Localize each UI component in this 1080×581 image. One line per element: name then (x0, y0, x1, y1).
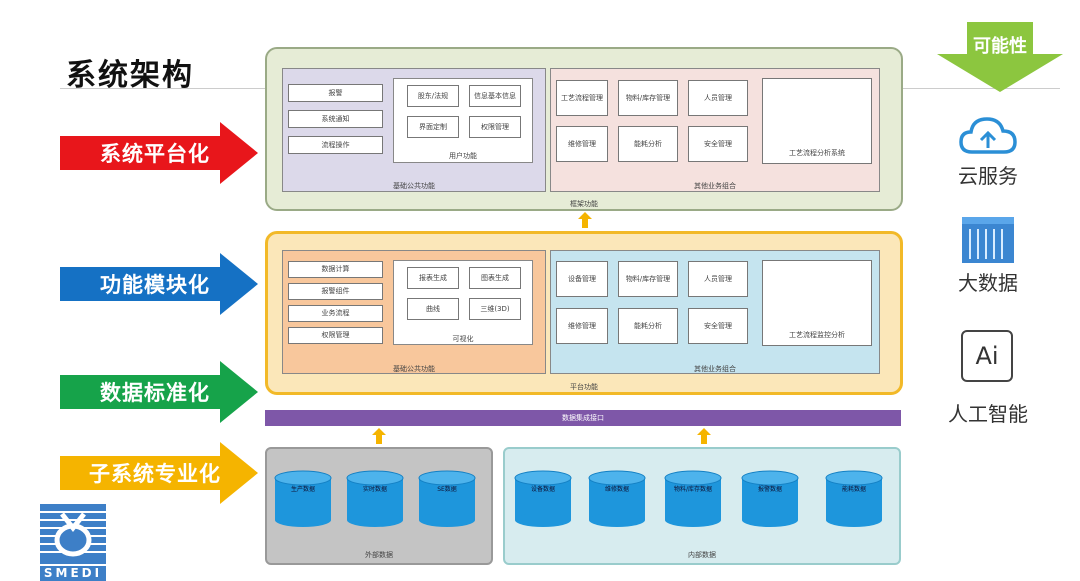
platform-business-item: 维修管理 (556, 126, 608, 162)
module-business-item: 维修管理 (556, 308, 608, 344)
module-visual-caption: 可视化 (452, 335, 474, 343)
arrow-label: 可能性 (973, 36, 1027, 57)
internal-db-4: 报警数据 (741, 470, 799, 528)
internal-db-2: 维修数据 (588, 470, 646, 528)
module-visual-item: 报表生成 (407, 267, 459, 289)
module-left-item: 权限管理 (288, 327, 383, 344)
up-arrow-icon (578, 212, 592, 228)
platform-user-item: 股东/法规 (407, 85, 459, 107)
platform-left-item: 流程操作 (288, 136, 383, 154)
module-business-item: 人员管理 (688, 261, 748, 297)
module-visual-item: 三维(3D) (469, 298, 521, 320)
logo-text: SMEDI (43, 566, 103, 580)
arrow-shape (60, 361, 258, 423)
arrow-label: 数据标准化 (100, 381, 210, 405)
external-db-2: 实时数据 (346, 470, 404, 528)
external-caption: 外部数据 (365, 551, 393, 559)
arrow-shape (60, 442, 258, 504)
db-label: 设备数据 (530, 486, 555, 493)
module-business-item: 安全管理 (688, 308, 748, 344)
module-business-item: 设备管理 (556, 261, 608, 297)
module-visual-item: 图表生成 (469, 267, 521, 289)
module-left-item: 数据计算 (288, 261, 383, 278)
db-label: 维修数据 (604, 486, 629, 493)
platform-business-item: 物料/库存管理 (618, 80, 678, 116)
module-left-item: 业务流程 (288, 305, 383, 322)
module-business-item: 物料/库存管理 (618, 261, 678, 297)
up-arrow-icon (372, 428, 386, 444)
arrow-label: 功能模块化 (100, 273, 210, 297)
db-label: 生产数据 (290, 486, 315, 493)
arrow-data: 数据标准化 (60, 361, 260, 423)
platform-business-item: 人员管理 (688, 80, 748, 116)
page-title: 系统架构 (66, 58, 194, 93)
internal-db-3: 物料/库存数据 (664, 470, 722, 528)
platform-business-item: 安全管理 (688, 126, 748, 162)
db-label: 物料/库存数据 (673, 486, 713, 493)
arrow-platform: 系统平台化 (60, 122, 260, 184)
module-business-item: 能耗分析 (618, 308, 678, 344)
right-label-cloud: 云服务 (958, 164, 1018, 188)
db-label: 报警数据 (757, 486, 782, 493)
right-label-bigdata: 大数据 (958, 271, 1018, 295)
platform-user-caption: 用户功能 (449, 152, 477, 160)
internal-db-1: 设备数据 (514, 470, 572, 528)
platform-user-item: 权限管理 (469, 116, 521, 138)
right-label-ai: 人工智能 (948, 402, 1028, 426)
module-visual-item: 曲线 (407, 298, 459, 320)
arrow-shape (60, 253, 258, 315)
module-bottom-label: 平台功能 (570, 383, 598, 391)
platform-user-item: 界面定制 (407, 116, 459, 138)
external-db-3: SE数据 (418, 470, 476, 528)
data-integration-bar: 数据集成接口 (265, 410, 901, 426)
platform-business-caption: 其他业务组合 (694, 182, 736, 190)
arrow-label: 子系统专业化 (89, 462, 221, 486)
db-label: 实时数据 (362, 486, 387, 493)
platform-basic-caption: 基础公共功能 (393, 182, 435, 190)
arrow-possibility: 可能性 (935, 22, 1065, 94)
platform-bottom-label: 框架功能 (570, 200, 598, 208)
arrow-subsystem: 子系统专业化 (60, 442, 260, 504)
arrow-module: 功能模块化 (60, 253, 260, 315)
platform-business-item: 能耗分析 (618, 126, 678, 162)
platform-business-item: 工艺流程管理 (556, 80, 608, 116)
platform-left-item: 报警 (288, 84, 383, 102)
module-left-item: 报警组件 (288, 283, 383, 300)
server-icon (960, 215, 1016, 265)
internal-caption: 内部数据 (688, 551, 716, 559)
company-logo: SMEDI (40, 504, 106, 581)
external-db-1: 生产数据 (274, 470, 332, 528)
platform-business-big: 工艺流程分析系统 (762, 78, 872, 164)
platform-left-item: 系统通知 (288, 110, 383, 128)
module-basic-caption: 基础公共功能 (393, 365, 435, 373)
data-integration-label: 数据集成接口 (562, 414, 604, 422)
db-label: SE数据 (437, 486, 457, 493)
ai-icon-text: Ai (975, 342, 999, 370)
db-label: 能耗数据 (841, 486, 866, 493)
arrow-shape (937, 22, 1063, 92)
ai-icon: Ai (961, 330, 1013, 382)
cloud-icon (958, 112, 1018, 160)
module-business-caption: 其他业务组合 (694, 365, 736, 373)
up-arrow-icon (697, 428, 711, 444)
arrow-label: 系统平台化 (100, 142, 210, 166)
module-business-big: 工艺流程监控分析 (762, 260, 872, 346)
platform-user-item: 信息基本信息 (469, 85, 521, 107)
arrow-shape (60, 122, 258, 184)
internal-db-5: 能耗数据 (825, 470, 883, 528)
